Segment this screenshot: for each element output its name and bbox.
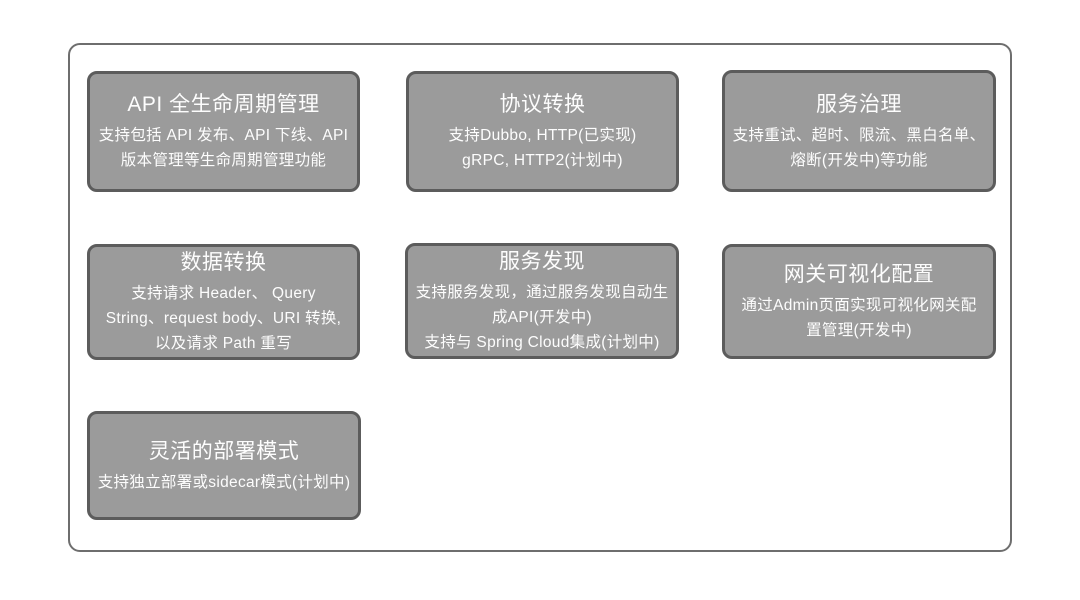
- box-title: 网关可视化配置: [783, 263, 935, 286]
- feature-box-gateway-visual-config: 网关可视化配置 通过Admin页面实现可视化网关配 置管理(开发中): [722, 244, 996, 359]
- box-body: 支持Dubbo, HTTP(已实现) gRPC, HTTP2(计划中): [449, 123, 637, 173]
- body-line: 以及请求 Path 重写: [154, 335, 293, 352]
- body-line: 支持请求 Header、 Query: [131, 285, 316, 302]
- feature-box-service-discovery: 服务发现 支持服务发现，通过服务发现自动生 成API(开发中) 支持与 Spri…: [405, 243, 679, 359]
- body-line: 成API(开发中): [491, 309, 592, 326]
- body-line: 支持与 Spring Cloud集成(计划中): [424, 334, 660, 351]
- box-title: API 全生命周期管理: [127, 93, 320, 116]
- body-line: 置管理(开发中): [806, 322, 912, 339]
- body-line: 支持Dubbo, HTTP(已实现): [448, 127, 637, 144]
- box-body: 支持服务发现，通过服务发现自动生 成API(开发中) 支持与 Spring Cl…: [416, 280, 669, 355]
- body-line: 支持服务发现，通过服务发现自动生: [415, 284, 669, 301]
- feature-box-flexible-deployment: 灵活的部署模式 支持独立部署或sidecar模式(计划中): [87, 411, 361, 520]
- body-line: 支持重试、超时、限流、黑白名单、: [732, 126, 986, 144]
- body-line: 熔断(开发中)等功能: [790, 151, 928, 169]
- box-body: 通过Admin页面实现可视化网关配 置管理(开发中): [741, 293, 976, 343]
- body-line: 通过Admin页面实现可视化网关配: [741, 297, 977, 314]
- body-line: 支持独立部署或sidecar模式(计划中): [97, 473, 351, 491]
- feature-box-protocol-conversion: 协议转换 支持Dubbo, HTTP(已实现) gRPC, HTTP2(计划中): [406, 71, 679, 192]
- box-body: 支持独立部署或sidecar模式(计划中): [98, 470, 351, 495]
- feature-box-data-transformation: 数据转换 支持请求 Header、 Query String、request b…: [87, 244, 360, 360]
- box-title: 灵活的部署模式: [148, 439, 300, 463]
- box-body: 支持包括 API 发布、API 下线、API 版本管理等生命周期管理功能: [99, 123, 348, 173]
- box-title: 数据转换: [180, 251, 267, 274]
- feature-box-service-governance: 服务治理 支持重试、超时、限流、黑白名单、 熔断(开发中)等功能: [722, 70, 996, 192]
- box-title: 服务治理: [816, 92, 902, 116]
- box-body: 支持请求 Header、 Query String、request body、U…: [106, 281, 342, 356]
- box-title: 服务发现: [499, 250, 585, 273]
- body-line: 支持包括 API 发布、API 下线、API: [98, 127, 349, 144]
- feature-box-api-lifecycle: API 全生命周期管理 支持包括 API 发布、API 下线、API 版本管理等…: [87, 71, 360, 192]
- box-title: 协议转换: [499, 93, 586, 116]
- box-body: 支持重试、超时、限流、黑白名单、 熔断(开发中)等功能: [733, 123, 986, 173]
- body-line: 版本管理等生命周期管理功能: [120, 152, 327, 169]
- body-line: gRPC, HTTP2(计划中): [462, 152, 623, 169]
- body-line: String、request body、URI 转换,: [105, 310, 342, 327]
